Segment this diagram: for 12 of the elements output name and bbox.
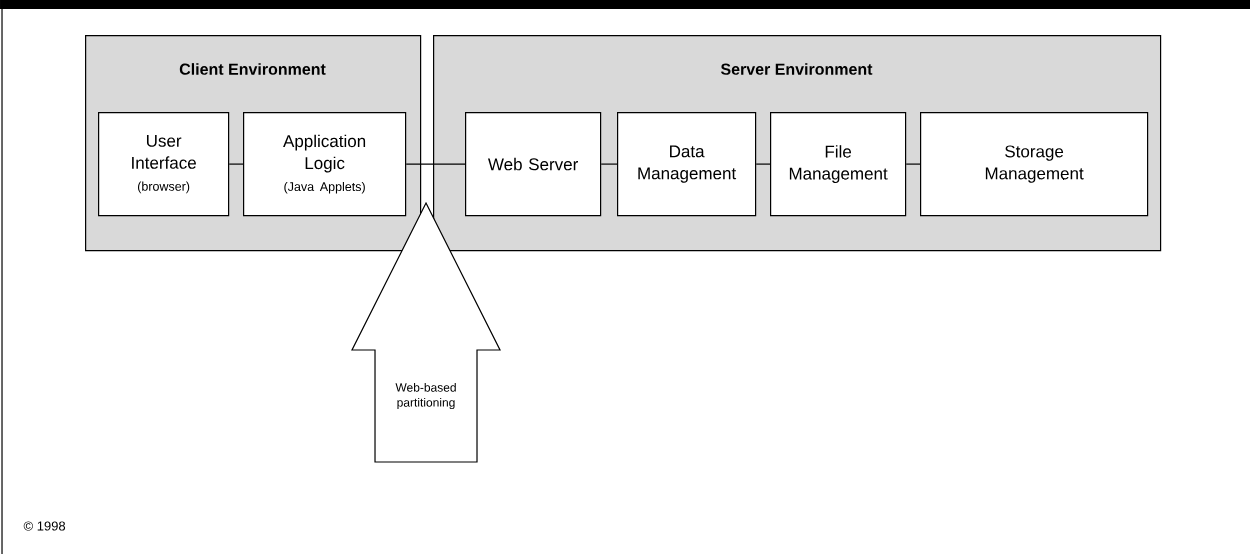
source-note: © 1998 [23,521,66,531]
component-box: Storage Management [920,112,1149,217]
connector-line [600,163,618,165]
component-box: Data Management [617,112,757,217]
connector-line [755,163,771,165]
component-box: User Interface (browser) [98,112,230,217]
connector-line [228,163,244,165]
component-box: File Management [770,112,907,217]
component-box: Application Logic (Java Applets) [243,112,407,217]
connector-line [905,163,921,165]
connector-line [405,163,466,165]
component-box: Web Server [465,112,602,217]
